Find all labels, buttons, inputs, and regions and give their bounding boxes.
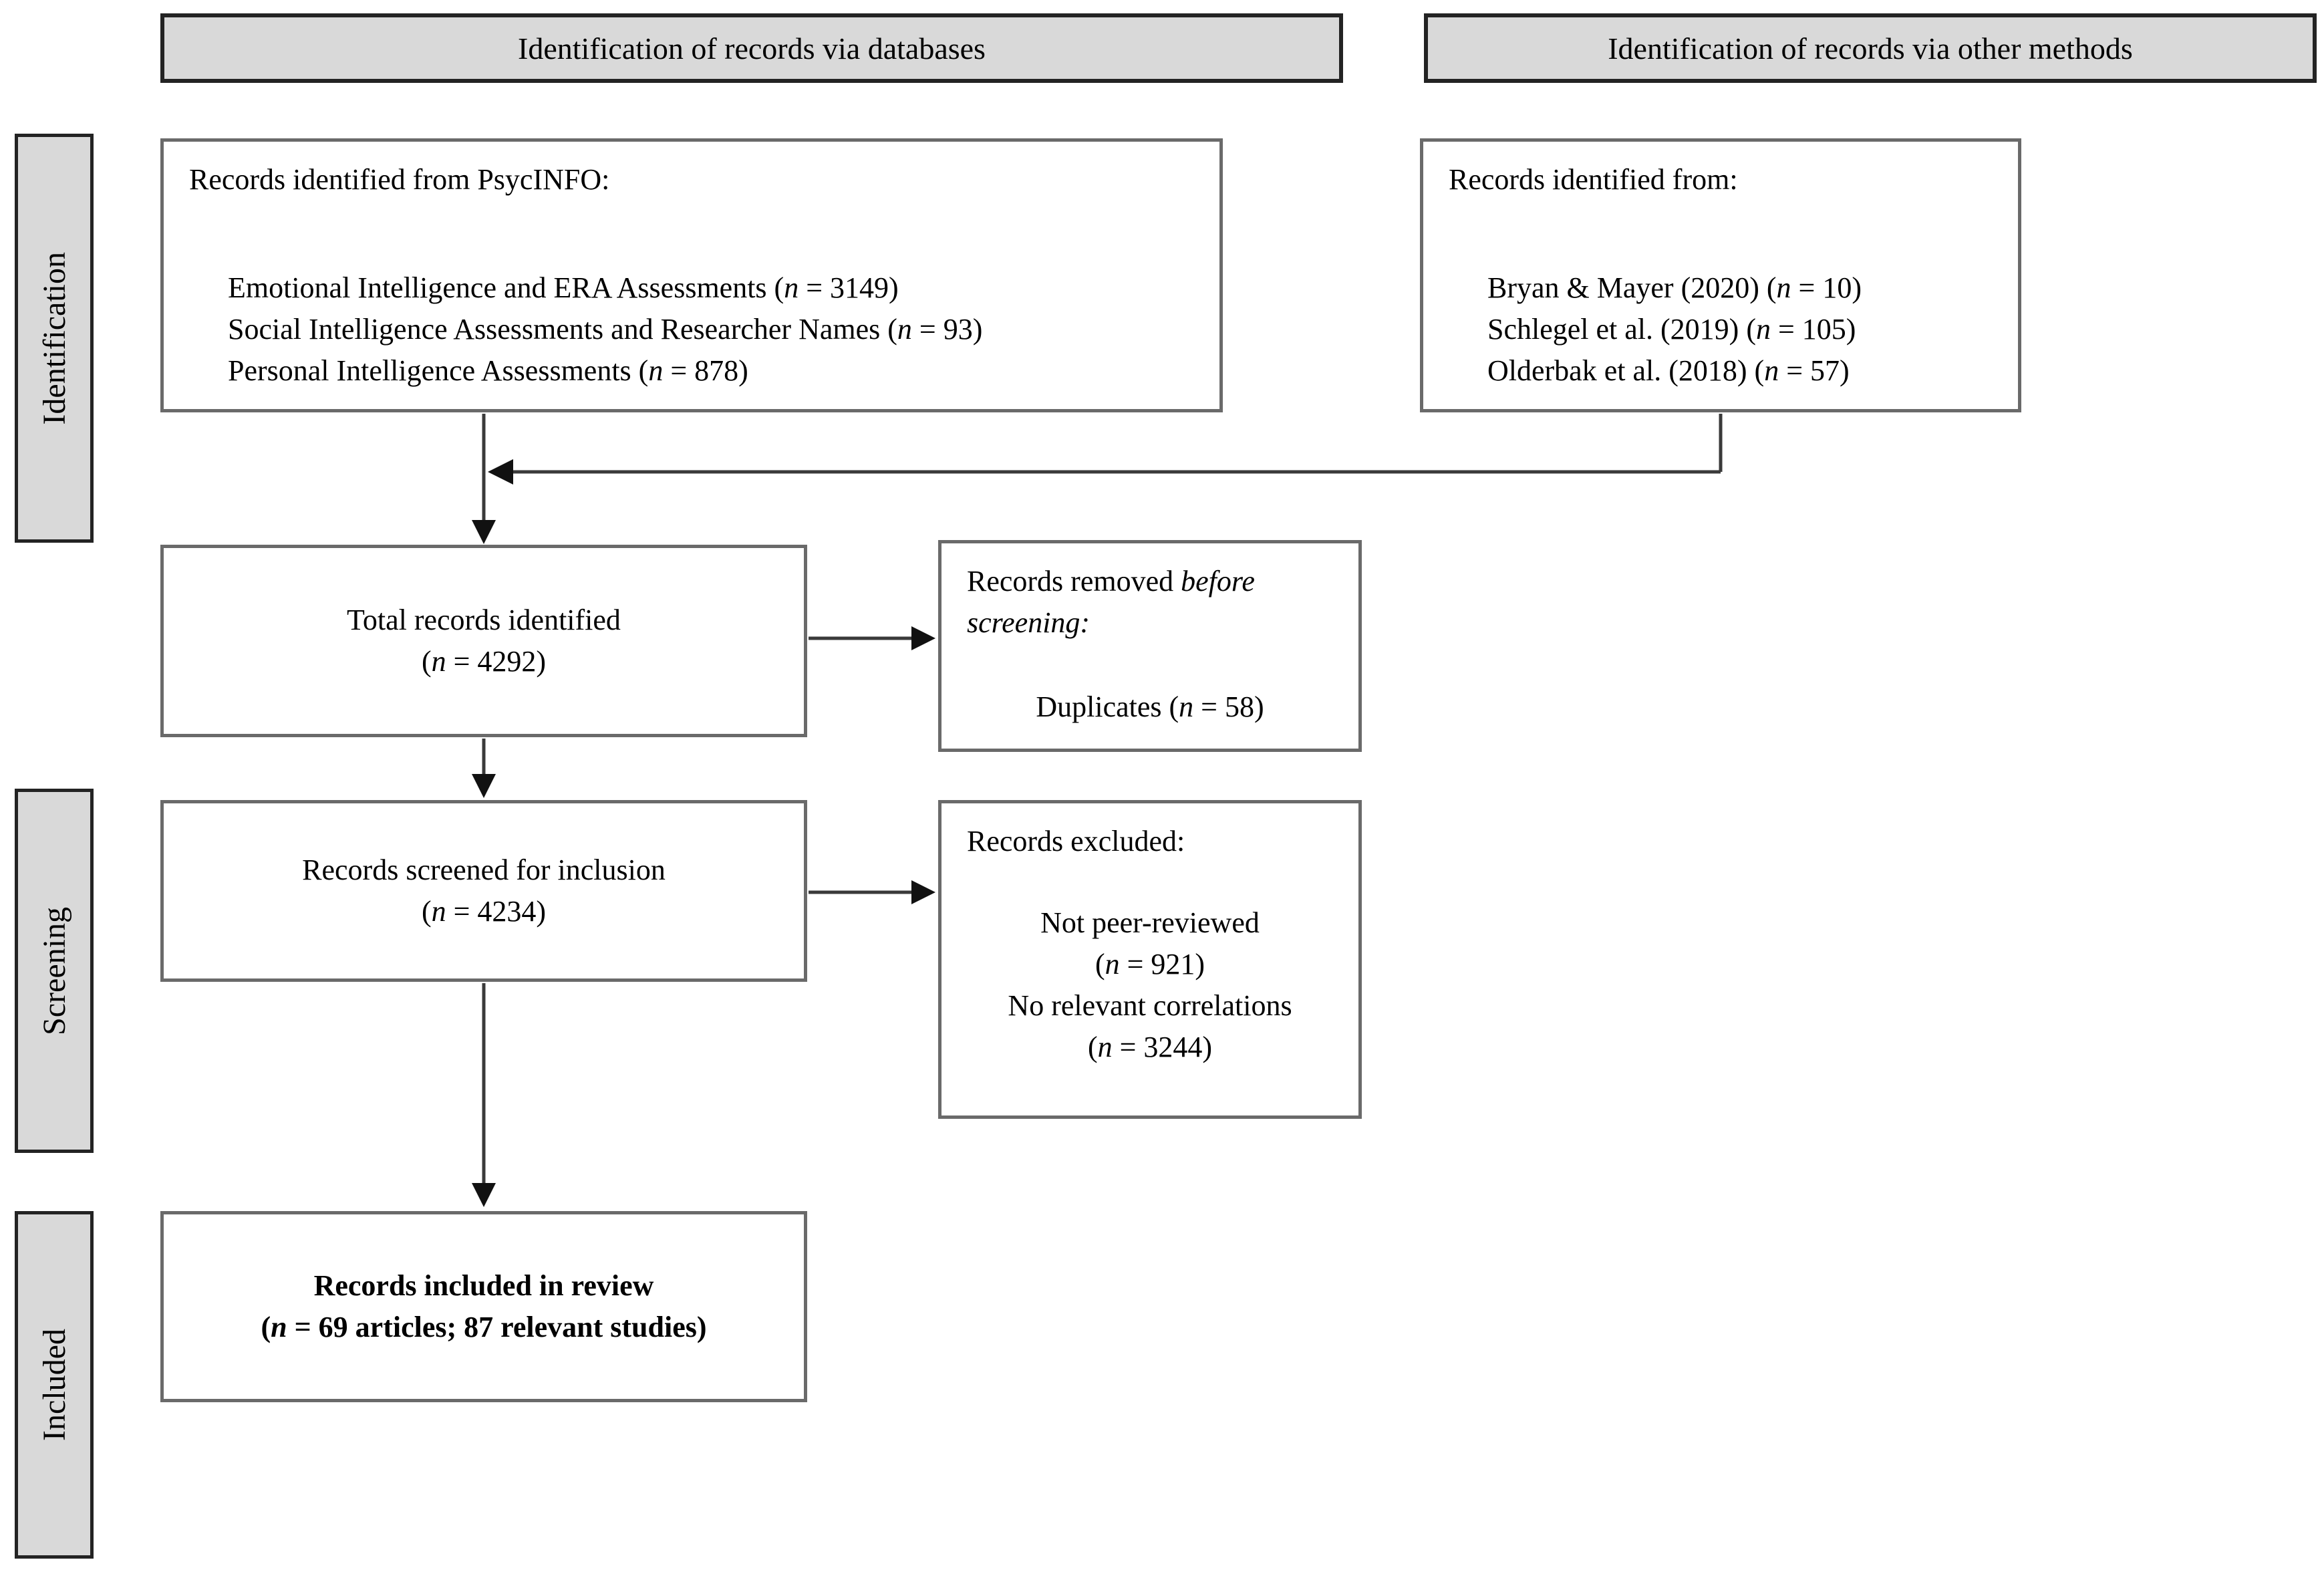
sidebar-stage-included: Included <box>15 1211 94 1559</box>
header-other-methods-label: Identification of records via other meth… <box>1608 31 2133 65</box>
box-total-records-identified: Total records identified (n = 4292) <box>160 545 807 737</box>
box-records-included-in-review: Records included in review (n = 69 artic… <box>160 1211 807 1402</box>
arrowhead-down-icon <box>472 520 496 544</box>
sidebar-screening-label: Screening <box>36 906 72 1035</box>
arrowhead-right-icon <box>911 880 935 904</box>
arrow-screened-to-excluded <box>809 880 935 904</box>
records-excluded-item: No relevant correlations <box>1008 989 1292 1022</box>
arrow-screened-to-included <box>472 983 496 1207</box>
box-records-removed-before-screening: Records removed before screening: Duplic… <box>938 540 1362 752</box>
box-records-identified-psycinfo: Records identified from PsycINFO: Emotio… <box>160 138 1223 412</box>
box-records-screened: Records screened for inclusion (n = 4234… <box>160 800 807 982</box>
records-removed-item: Duplicates (n = 58) <box>1036 690 1264 723</box>
records-excluded-title: Records excluded: <box>967 825 1185 858</box>
psycinfo-item: Emotional Intelligence and ERA Assessmen… <box>228 271 899 304</box>
box-records-identified-other-methods: Records identified from: Bryan & Mayer (… <box>1420 138 2021 412</box>
total-records-line: Total records identified <box>347 604 621 636</box>
records-removed-title: Records removed before screening: <box>967 565 1255 639</box>
other-methods-item-list: Bryan & Mayer (2020) (n = 10) Schlegel e… <box>1487 267 1993 392</box>
arrow-databases-to-total <box>472 414 496 544</box>
records-excluded-count: (n = 921) <box>1095 948 1205 980</box>
arrow-total-to-screened <box>472 739 496 798</box>
header-identification-via-other-methods: Identification of records via other meth… <box>1424 13 2317 83</box>
other-methods-item: Schlegel et al. (2019) (n = 105) <box>1487 313 1856 346</box>
header-databases-label: Identification of records via databases <box>518 31 986 65</box>
psycinfo-item: Social Intelligence Assessments and Rese… <box>228 313 983 346</box>
records-excluded-count: (n = 3244) <box>1087 1031 1213 1063</box>
arrowhead-down-icon <box>472 1183 496 1207</box>
psycinfo-item: Personal Intelligence Assessments (n = 8… <box>228 354 748 387</box>
records-screened-line: Records screened for inclusion <box>302 853 666 886</box>
other-methods-item: Bryan & Mayer (2020) (n = 10) <box>1487 271 1862 304</box>
total-records-count: (n = 4292) <box>421 645 547 678</box>
other-methods-title: Records identified from: <box>1449 163 1738 196</box>
psycinfo-item-list: Emotional Intelligence and ERA Assessmen… <box>228 267 1194 392</box>
arrow-total-to-removed <box>809 626 935 650</box>
box-records-excluded: Records excluded: Not peer-reviewed (n =… <box>938 800 1362 1119</box>
records-excluded-item: Not peer-reviewed <box>1040 906 1260 939</box>
header-identification-via-databases: Identification of records via databases <box>160 13 1343 83</box>
records-excluded-item-list: Not peer-reviewed (n = 921) No relevant … <box>967 902 1333 1068</box>
sidebar-stage-identification: Identification <box>15 134 94 543</box>
arrowhead-right-icon <box>911 626 935 650</box>
records-included-count: (n = 69 articles; 87 relevant studies) <box>261 1311 707 1343</box>
records-included-line: Records included in review <box>313 1269 654 1302</box>
records-screened-count: (n = 4234) <box>421 895 547 928</box>
sidebar-identification-label: Identification <box>36 251 72 425</box>
other-methods-item: Olderbak et al. (2018) (n = 57) <box>1487 354 1850 387</box>
arrowhead-down-icon <box>472 774 496 798</box>
sidebar-stage-screening: Screening <box>15 789 94 1153</box>
arrowhead-left-icon <box>488 459 513 485</box>
connector-other-methods-to-total <box>488 414 1723 485</box>
sidebar-included-label: Included <box>36 1329 72 1441</box>
psycinfo-title: Records identified from PsycINFO: <box>189 163 610 196</box>
